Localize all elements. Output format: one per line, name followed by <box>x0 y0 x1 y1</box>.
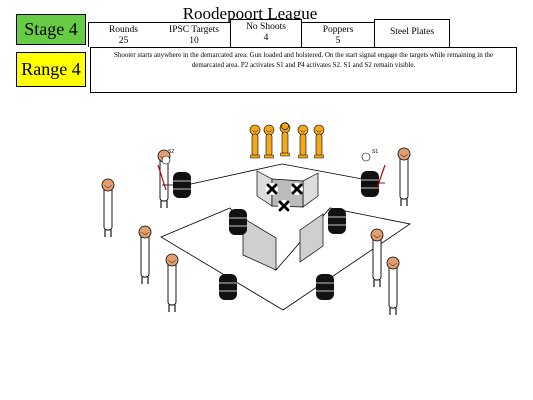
no-shoot-1 <box>264 181 280 197</box>
no-shoot-3 <box>276 198 292 214</box>
popper-3 <box>279 122 291 157</box>
popper-5 <box>313 124 325 159</box>
ipsc-target-1 <box>101 178 115 238</box>
barrel-6 <box>315 273 335 301</box>
stat-steel-plates-label: Steel Plates <box>389 27 435 37</box>
stat-no-shoots-label: No Shoots <box>246 22 286 32</box>
ipsc-target-6 <box>370 228 384 288</box>
panel-right <box>299 213 324 263</box>
barrel-2 <box>360 170 380 198</box>
stat-ipsc-targets-value: 10 <box>189 36 199 46</box>
barrel-4 <box>327 207 347 235</box>
label-s1: S1 <box>372 149 378 155</box>
fault-line-right <box>281 163 374 182</box>
wall-center-right <box>302 172 319 208</box>
label-s2: S2 <box>168 149 174 155</box>
ipsc-target-3 <box>165 253 179 313</box>
stat-no-shoots: No Shoots 4 <box>230 19 302 47</box>
stat-rounds: Rounds 25 <box>88 22 158 47</box>
swinger-s1-head <box>361 152 371 162</box>
swinger-s2-head <box>161 155 171 165</box>
panel-left <box>242 217 277 271</box>
popper-activator-ring <box>281 122 289 130</box>
no-shoot-2 <box>289 181 305 197</box>
stage-title: Stage 4 <box>16 14 86 45</box>
swinger-s2-arm <box>157 164 167 191</box>
stat-rounds-value: 25 <box>118 36 129 46</box>
stat-no-shoots-value: 4 <box>263 33 269 43</box>
popper-1 <box>249 124 261 159</box>
popper-2 <box>263 124 275 159</box>
league-title: Roodepoort League <box>182 4 318 23</box>
barrel-3 <box>228 208 248 236</box>
barrel-5 <box>218 273 238 301</box>
ipsc-target-5 <box>397 147 411 207</box>
stat-steel-plates: Steel Plates <box>374 19 450 47</box>
shooting-area-outline <box>160 207 412 311</box>
stat-poppers-value: 5 <box>335 36 341 46</box>
fault-line-left <box>181 163 283 187</box>
swinger-s1: S1 <box>361 149 386 189</box>
stat-ipsc-targets: IPSC Targets 10 <box>158 22 230 47</box>
ipsc-target-2 <box>138 225 152 285</box>
range-title: Range 4 <box>16 52 86 87</box>
ipsc-target-7 <box>386 256 400 316</box>
stat-rounds-label: Rounds <box>108 25 139 35</box>
stat-ipsc-targets-label: IPSC Targets <box>169 25 219 35</box>
popper-4 <box>297 124 309 159</box>
stage-description: Shooter starts anywhere in the demarcate… <box>90 47 517 93</box>
stat-poppers: Poppers 5 <box>302 22 374 47</box>
swinger-s2: S2 <box>157 149 176 191</box>
swinger-s1-arm <box>376 164 386 189</box>
stat-poppers-label: Poppers <box>322 25 354 35</box>
